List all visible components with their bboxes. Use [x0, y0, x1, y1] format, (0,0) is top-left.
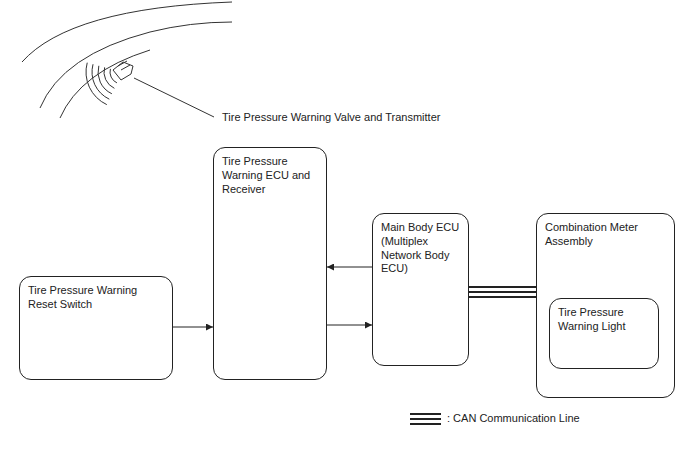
tire-outline	[22, 2, 232, 62]
ecu-box: Tire Pressure Warning ECU and Receiver	[213, 147, 327, 380]
body-ecu-box: Main Body ECU (Multiplex Network Body EC…	[372, 213, 469, 366]
node-text: Tire Pressure Warning Reset Switch	[28, 284, 164, 312]
tire-rim	[40, 22, 232, 108]
rim-edge	[60, 50, 150, 118]
signal-arrow	[327, 267, 372, 268]
connector-line	[469, 291, 536, 293]
wave-arc	[104, 67, 114, 88]
leader-line	[134, 78, 214, 117]
switch-box: Tire Pressure Warning Reset Switch	[19, 276, 173, 380]
legend-sample	[410, 414, 441, 424]
node-text: Tire Pressure Warning ECU and Receiver	[222, 155, 318, 196]
wave-arc	[92, 64, 109, 99]
node-text: Combination Meter Assembly	[545, 221, 666, 249]
part-label: Tire Pressure Warning Valve and Transmit…	[222, 111, 440, 125]
node-text: Main Body ECU (Multiplex Network Body EC…	[381, 221, 460, 276]
can-line	[469, 287, 536, 297]
signal-arrow	[173, 327, 213, 328]
connector-line	[327, 325, 372, 326]
connector-line	[327, 267, 372, 268]
connector-line	[469, 296, 536, 298]
wave-arc	[110, 69, 117, 83]
connector-line	[173, 327, 213, 328]
warning-light-box: Tire Pressure Warning Light	[549, 298, 659, 369]
signal-arrow	[327, 325, 372, 326]
transmitter-body	[113, 62, 133, 80]
node-text: Tire Pressure Warning Light	[558, 306, 650, 334]
wave-arc	[86, 63, 107, 105]
wave-arc	[98, 66, 112, 94]
transmitter-detail	[118, 61, 130, 70]
connector-line	[469, 286, 536, 288]
meter-box: Combination Meter AssemblyTire Pressure …	[536, 213, 675, 398]
legend-text: : CAN Communication Line	[447, 412, 580, 426]
radio-waves	[86, 63, 117, 105]
